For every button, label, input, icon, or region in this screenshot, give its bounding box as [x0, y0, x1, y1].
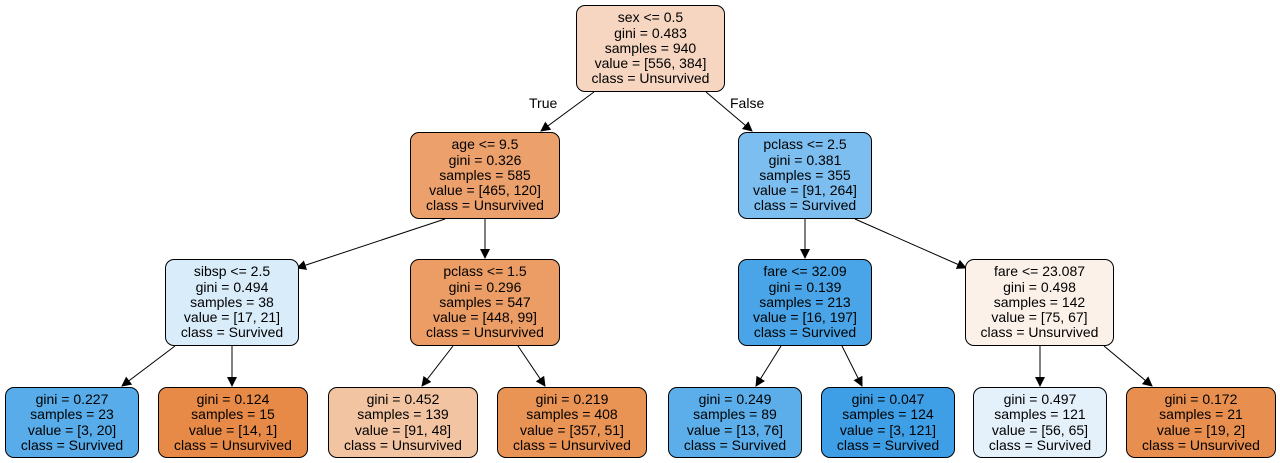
- node-line: gini = 0.124: [196, 391, 270, 408]
- node-line: gini = 0.497: [1003, 391, 1077, 408]
- node-line: sibsp <= 2.5: [193, 263, 271, 280]
- node-line: gini = 0.227: [35, 391, 109, 408]
- node-line: class = Unsurvived: [426, 197, 544, 214]
- node-line: class = Unsurvived: [426, 324, 544, 341]
- node-line: value = [91, 264]: [753, 182, 857, 199]
- node-line: class = Unsurvived: [174, 436, 292, 453]
- node-line: samples = 940: [604, 39, 697, 56]
- node-line: samples = 585: [439, 166, 531, 183]
- node-line: value = [91, 48]: [354, 421, 452, 438]
- node-line: gini = 0.172: [1164, 391, 1238, 408]
- node-line: value = [13, 76]: [686, 421, 784, 438]
- edge-fare1-to-leaf5: [755, 345, 782, 387]
- node-line: samples = 38: [190, 293, 274, 310]
- edge-fare2-to-leaf8: [1103, 345, 1153, 387]
- edge-pclass-l-to-leaf3: [421, 345, 454, 387]
- node-line: gini = 0.249: [698, 391, 772, 408]
- node-line: class = Survived: [180, 324, 284, 341]
- node-line: value = [16, 197]: [753, 309, 857, 326]
- node-line: samples = 139: [357, 406, 449, 423]
- node-line: samples = 547: [439, 293, 531, 310]
- node-line: gini = 0.381: [768, 151, 842, 168]
- edge-pclass-to-fare2: [854, 218, 967, 269]
- node-line: value = [19, 2]: [1156, 421, 1246, 438]
- node-line: gini = 0.047: [851, 391, 925, 408]
- node-line: class = Survived: [836, 436, 940, 453]
- node-line: gini = 0.483: [614, 24, 687, 41]
- edge-root-to-age: [540, 91, 595, 132]
- node-line: fare <= 32.09: [763, 263, 847, 280]
- node-line: fare <= 23.087: [993, 263, 1086, 280]
- node-line: value = [556, 384]: [594, 55, 707, 72]
- node-line: samples = 408: [526, 406, 618, 423]
- node-line: value = [448, 99]: [433, 309, 537, 326]
- node-line: sex <= 0.5: [617, 9, 684, 26]
- edge-sibsp-to-leaf1: [121, 345, 176, 387]
- node-line: class = Unsurvived: [591, 70, 710, 87]
- node-line: gini = 0.498: [1003, 278, 1076, 295]
- node-line: samples = 21: [1159, 406, 1243, 423]
- node-line: class = Unsurvived: [1142, 436, 1260, 453]
- node-line: value = [56, 65]: [991, 421, 1089, 438]
- node-line: samples = 213: [759, 293, 851, 310]
- node-line: gini = 0.326: [448, 151, 522, 168]
- node-line: value = [3, 20]: [27, 421, 117, 438]
- node-line: class = Survived: [988, 436, 1092, 453]
- node-line: samples = 23: [30, 406, 114, 423]
- node-line: class = Survived: [683, 436, 787, 453]
- node-line: class = Survived: [20, 436, 124, 453]
- node-line: gini = 0.139: [768, 278, 842, 295]
- edge-label-false: False: [730, 95, 765, 111]
- node-line: age <= 9.5: [451, 136, 519, 153]
- node-line: class = Survived: [753, 197, 857, 214]
- node-line: value = [75, 67]: [991, 309, 1088, 326]
- edge-age-to-sibsp: [296, 218, 446, 270]
- node-line: samples = 121: [994, 406, 1086, 423]
- node-line: pclass <= 1.5: [443, 263, 527, 280]
- node-line: value = [357, 51]: [520, 421, 624, 438]
- node-line: gini = 0.296: [448, 278, 522, 295]
- node-line: value = [17, 21]: [183, 309, 281, 326]
- edge-label-true: True: [529, 95, 558, 111]
- edge-root-to-pclass: [705, 91, 753, 132]
- node-line: pclass <= 2.5: [763, 136, 847, 153]
- edge-pclass-l-to-leaf4: [517, 345, 546, 387]
- node-line: samples = 355: [759, 166, 851, 183]
- node-line: gini = 0.494: [195, 278, 269, 295]
- node-line: samples = 15: [191, 406, 275, 423]
- node-line: class = Survived: [753, 324, 857, 341]
- node-line: class = Unsurvived: [513, 436, 631, 453]
- node-line: value = [3, 121]: [839, 421, 937, 438]
- node-line: samples = 124: [842, 406, 934, 423]
- node-line: samples = 89: [693, 406, 777, 423]
- node-line: gini = 0.219: [535, 391, 609, 408]
- node-line: value = [465, 120]: [429, 182, 541, 199]
- node-line: gini = 0.452: [366, 391, 440, 408]
- node-line: samples = 142: [993, 293, 1086, 310]
- node-line: class = Unsurvived: [980, 324, 1099, 341]
- node-line: value = [14, 1]: [188, 421, 278, 438]
- node-line: class = Unsurvived: [344, 436, 462, 453]
- edge-fare1-to-leaf6: [841, 345, 863, 387]
